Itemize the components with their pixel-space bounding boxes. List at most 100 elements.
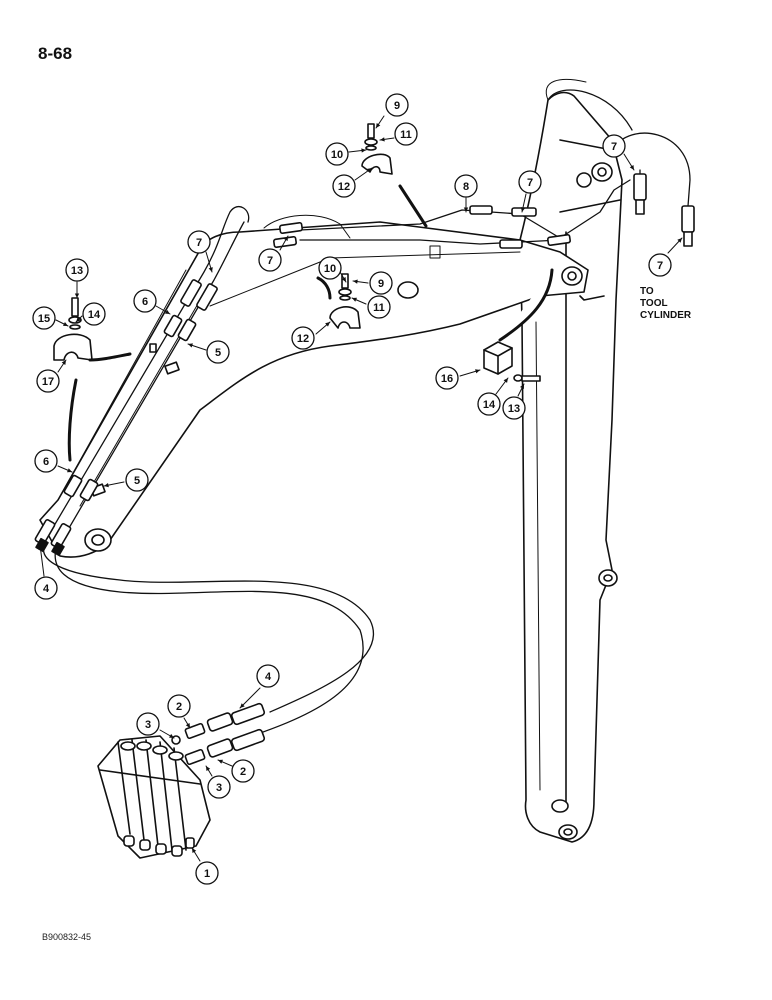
- callout-number: 9: [394, 100, 400, 112]
- callout-4: 4: [34, 544, 58, 600]
- callout-circle: [385, 93, 409, 117]
- callout-circle: [367, 295, 391, 319]
- callout-arrowhead: [169, 733, 174, 738]
- callout-circle: [65, 258, 89, 282]
- callout-arrowhead: [475, 369, 480, 374]
- callout-5: 5: [103, 468, 149, 492]
- callout-12: 12: [332, 167, 373, 198]
- callout-arrowhead: [67, 468, 72, 473]
- callout-arrowhead: [341, 277, 346, 282]
- callout-circle: [258, 248, 282, 272]
- tool-cylinder-label-line: TO: [640, 286, 654, 297]
- callout-9: 9: [375, 93, 409, 129]
- dipper-arm: [519, 79, 623, 843]
- callout-circle: [82, 302, 106, 326]
- callout-circle: [195, 861, 219, 885]
- callout-number: 7: [527, 177, 533, 189]
- callout-arrowhead: [74, 293, 80, 298]
- callout-arrowhead: [380, 137, 385, 142]
- callout-number: 7: [611, 141, 617, 153]
- callout-arrowhead: [361, 148, 366, 153]
- callout-arrowhead: [104, 482, 109, 488]
- callout-number: 13: [508, 403, 520, 415]
- figure-id: B900832-45: [42, 932, 92, 942]
- callout-3: 3: [136, 712, 175, 739]
- callout-arrowhead: [165, 309, 170, 314]
- tool-cylinder-label-line: TOOL: [640, 298, 668, 309]
- callout-number: 12: [297, 333, 309, 345]
- callout-circle: [36, 369, 60, 393]
- callout-number: 14: [88, 309, 101, 321]
- callout-number: 7: [196, 237, 202, 249]
- callout-7: 7: [187, 230, 213, 273]
- callout-6: 6: [34, 449, 73, 473]
- callout-5: 5: [187, 340, 230, 364]
- callout-number: 6: [142, 296, 148, 308]
- hose-fittings: [34, 173, 695, 769]
- callout-7: 7: [258, 235, 289, 272]
- page-number: 8-68: [38, 44, 73, 63]
- callout-circle: [291, 326, 315, 350]
- callout-number: 3: [145, 719, 151, 731]
- callout-number: 4: [43, 583, 50, 595]
- callout-7: 7: [518, 170, 542, 213]
- callout-number: 7: [267, 255, 273, 267]
- callout-number: 9: [378, 278, 384, 290]
- callout-leader: [39, 544, 45, 577]
- callout-17: 17: [36, 359, 67, 393]
- callout-circle: [518, 170, 542, 194]
- callout-circle: [325, 142, 349, 166]
- callout-7: 7: [648, 237, 683, 277]
- callout-2: 2: [167, 694, 191, 729]
- callout-circle: [369, 271, 393, 295]
- callout-circle: [187, 230, 211, 254]
- callout-circle: [477, 392, 501, 416]
- hose-clamps: [53, 123, 554, 462]
- callout-arrowhead: [240, 703, 245, 708]
- callout-arrowhead: [188, 343, 193, 348]
- callout-circle: [167, 694, 191, 718]
- callout-10: 10: [325, 142, 367, 166]
- callout-13: 13: [65, 258, 89, 299]
- callout-14: 14: [75, 302, 106, 326]
- callout-number: 2: [240, 766, 246, 778]
- callout-leader: [239, 687, 261, 709]
- callout-arrowhead: [367, 168, 372, 173]
- callout-7: 7: [602, 134, 635, 171]
- callout-2: 2: [217, 759, 255, 783]
- callout-arrowhead: [185, 723, 190, 728]
- callout-circle: [648, 253, 672, 277]
- callout-number: 8: [463, 181, 469, 193]
- callout-arrowhead: [192, 848, 197, 853]
- callout-circle: [32, 306, 56, 330]
- callout-number: 15: [38, 313, 50, 325]
- callout-number: 11: [373, 302, 385, 314]
- callout-arrowhead: [283, 236, 288, 241]
- callout-number: 5: [134, 475, 140, 487]
- callout-arrowhead: [520, 384, 524, 389]
- callout-arrowhead: [63, 322, 68, 326]
- callout-13: 13: [502, 383, 526, 420]
- callout-circle: [256, 664, 280, 688]
- callout-circle: [394, 122, 418, 146]
- callout-arrowhead: [61, 360, 66, 365]
- callout-number: 1: [204, 868, 210, 880]
- callout-number: 17: [42, 376, 54, 388]
- callout-number: 10: [324, 263, 336, 275]
- callout-circle: [435, 366, 459, 390]
- callout-circle: [502, 396, 526, 420]
- callout-9: 9: [352, 271, 393, 295]
- callout-number: 11: [400, 129, 412, 141]
- callout-number: 16: [441, 373, 453, 385]
- callout-number: 7: [657, 260, 663, 272]
- callout-arrowhead: [629, 165, 634, 170]
- callout-circle: [206, 340, 230, 364]
- callout-arrowhead: [208, 267, 213, 272]
- callout-arrowhead: [325, 322, 330, 327]
- callout-8: 8: [454, 174, 478, 213]
- callout-circle: [133, 289, 157, 313]
- callout-14: 14: [477, 377, 509, 416]
